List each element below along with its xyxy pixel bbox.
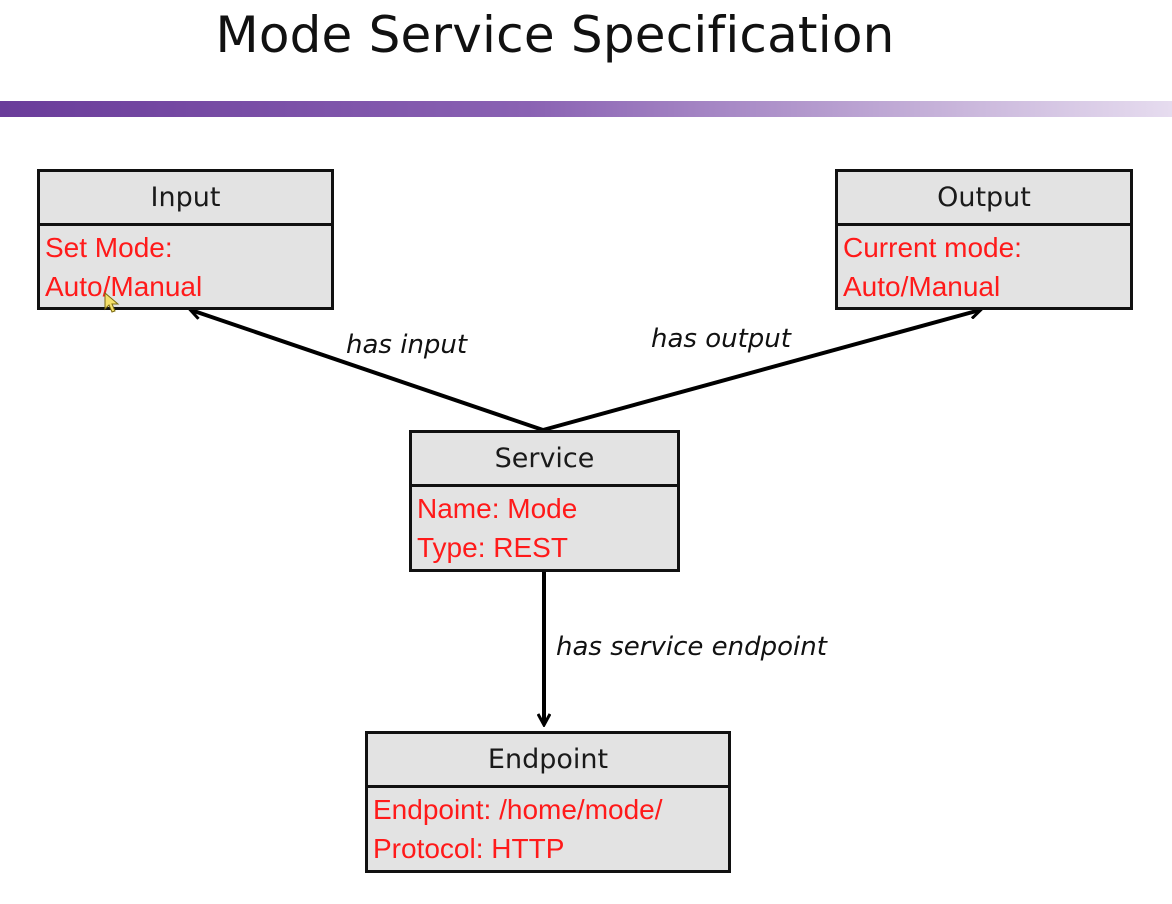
input-box: Input Set Mode: Auto/Manual: [37, 169, 334, 310]
service-box-header: Service: [412, 433, 677, 487]
input-box-line: Set Mode:: [45, 232, 173, 263]
output-box: Output Current mode: Auto/Manual: [835, 169, 1133, 310]
edge-label-has-output: has output: [651, 324, 791, 354]
endpoint-box: Endpoint Endpoint: /home/mode/ Protocol:…: [365, 731, 731, 873]
title-accent-bar: [0, 101, 1172, 117]
input-box-header: Input: [40, 172, 331, 226]
output-box-body: Current mode: Auto/Manual: [838, 226, 1130, 306]
slide-title: Mode Service Specification: [215, 6, 895, 64]
output-box-line: Current mode:: [843, 232, 1022, 263]
output-box-line: Auto/Manual: [843, 271, 1001, 302]
service-box: Service Name: Mode Type: REST: [409, 430, 680, 572]
endpoint-box-line: Endpoint: /home/mode/: [373, 794, 663, 825]
input-box-body: Set Mode: Auto/Manual: [40, 226, 331, 306]
input-box-line: Auto/Manual: [45, 271, 203, 302]
service-box-line: Name: Mode: [417, 493, 578, 524]
edge-label-has-service-endpoint: has service endpoint: [556, 632, 827, 662]
endpoint-box-line: Protocol: HTTP: [373, 833, 565, 864]
edge-label-has-input: has input: [346, 330, 468, 360]
endpoint-box-header: Endpoint: [368, 734, 728, 788]
endpoint-box-body: Endpoint: /home/mode/ Protocol: HTTP: [368, 788, 728, 868]
has-input-arrow: [191, 310, 544, 432]
service-box-body: Name: Mode Type: REST: [412, 487, 677, 567]
service-box-line: Type: REST: [417, 532, 568, 563]
output-box-header: Output: [838, 172, 1130, 226]
mouse-cursor-icon: [104, 292, 120, 313]
